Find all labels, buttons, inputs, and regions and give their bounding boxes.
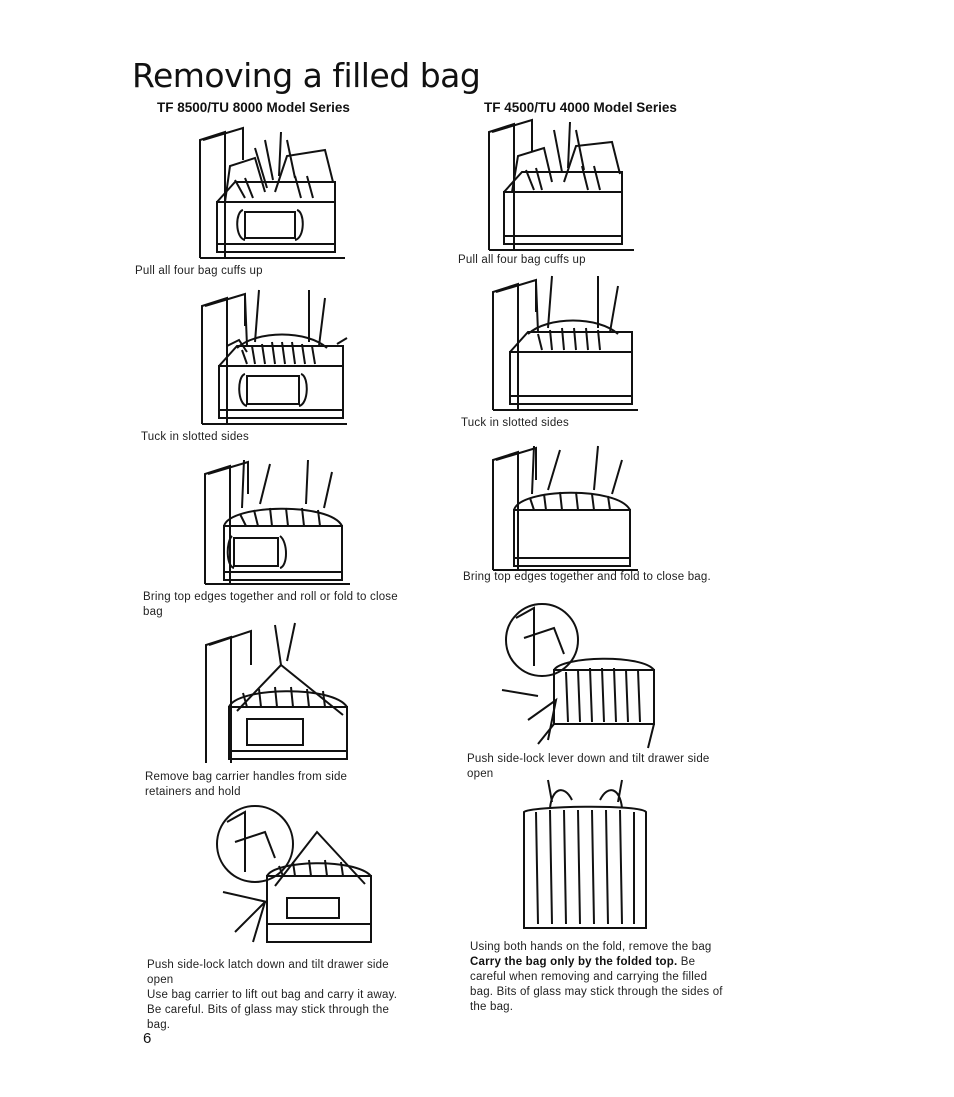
- caption-left-step2: Tuck in slotted sides: [141, 431, 249, 443]
- caption-right-step4: Push side-lock lever down and tilt drawe…: [467, 753, 710, 780]
- page-number: 6: [143, 1030, 152, 1047]
- caption-left-step5-extra: Use bag carrier to lift out bag and carr…: [147, 989, 398, 1031]
- caption-right-step5-extra: Be careful when removing and carrying th…: [470, 956, 723, 1013]
- illustration-right-step1: [484, 112, 634, 252]
- right-column-heading: TF 4500/TU 4000 Model Series: [484, 100, 677, 115]
- caption-left-step5-main: Push side-lock latch down and tilt drawe…: [147, 959, 389, 986]
- caption-right-step5-bold: Carry the bag only by the folded top.: [470, 956, 678, 968]
- caption-left-step1: Pull all four bag cuffs up: [135, 265, 263, 277]
- left-column-heading: TF 8500/TU 8000 Model Series: [157, 100, 350, 115]
- caption-right-step5-main: Using both hands on the fold, remove the…: [470, 941, 712, 953]
- caption-left-step4: Remove bag carrier handles from side ret…: [145, 771, 348, 798]
- illustration-left-step4: [203, 615, 353, 765]
- illustration-right-step5: [520, 778, 650, 938]
- illustration-right-step2: [488, 272, 638, 412]
- illustration-left-step1: [195, 120, 345, 260]
- caption-right-step3: Bring top edges together and fold to clo…: [463, 571, 711, 583]
- illustration-left-step5: [205, 802, 375, 952]
- illustration-right-step3: [488, 438, 638, 573]
- caption-right-step1: Pull all four bag cuffs up: [458, 254, 586, 266]
- illustration-left-step3: [200, 452, 350, 587]
- caption-left-step5: Push side-lock latch down and tilt drawe…: [147, 958, 407, 1033]
- illustration-left-step2: [197, 286, 348, 426]
- illustration-right-step4: [498, 600, 658, 750]
- caption-right-step5: Using both hands on the fold, remove the…: [470, 940, 730, 1015]
- caption-right-step2: Tuck in slotted sides: [461, 417, 569, 429]
- caption-left-step3: Bring top edges together and roll or fol…: [143, 591, 398, 618]
- page-title: Removing a filled bag: [132, 56, 481, 95]
